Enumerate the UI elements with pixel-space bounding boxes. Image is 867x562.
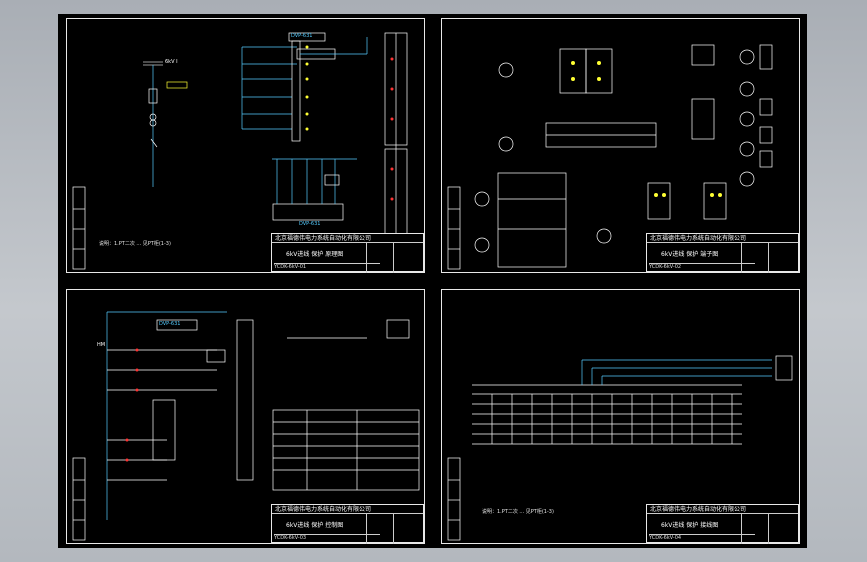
drawing-title: 6kV进线 保护 控制图 <box>286 522 344 529</box>
busbar-label: 6kV I <box>165 59 178 65</box>
drawing-title: 6kV进线 保护 端子图 <box>661 251 719 258</box>
company-name: 北京福德伟电力系统自动化有限公司 <box>272 234 423 243</box>
sheet-top-left[interactable]: 6kV I DVP-631 DVP-631 说明：1.PT二次 ... 见PT柜… <box>66 18 425 273</box>
drawing-number: YCDK-6kV-02 <box>649 263 755 271</box>
title-block: 北京福德伟电力系统自动化有限公司 6kV进线 保护 接线图 YCDK-6kV-0… <box>646 504 799 544</box>
sheet-note: 说明：1.PT二次 ... 见PT柜(1-3) <box>99 241 171 247</box>
schematic-bottom-left <box>72 311 420 541</box>
schematic-bottom-right <box>447 355 793 541</box>
drawing-title: 6kV进线 保护 接线图 <box>661 522 719 529</box>
drawing-number: YCDK-6kV-04 <box>649 534 755 542</box>
feed-label: HM <box>97 342 106 348</box>
drawing-number: YCDK-6kV-01 <box>274 263 380 271</box>
schematic-top-right <box>447 44 773 270</box>
drawing-canvas: 6kV I DVP-631 DVP-631 说明：1.PT二次 ... 见PT柜… <box>58 14 807 548</box>
sheet-top-right[interactable]: 北京福德伟电力系统自动化有限公司 6kV进线 保护 端子图 YCDK-6kV-0… <box>441 18 800 273</box>
company-name: 北京福德伟电力系统自动化有限公司 <box>272 505 423 514</box>
sheet-bottom-right[interactable]: 说明：1.PT二次 ... 见PT柜(1-3) 北京福德伟电力系统自动化有限公司… <box>441 289 800 544</box>
title-block: 北京福德伟电力系统自动化有限公司 6kV进线 保护 控制图 YCDK-6kV-0… <box>271 504 424 544</box>
title-block: 北京福德伟电力系统自动化有限公司 6kV进线 保护 原理图 YCDK-6kV-0… <box>271 233 424 273</box>
drawing-title: 6kV进线 保护 原理图 <box>286 251 344 258</box>
relay-label: DVP-631 <box>291 33 313 39</box>
drawing-number: YCDK-6kV-03 <box>274 534 380 542</box>
company-name: 北京福德伟电力系统自动化有限公司 <box>647 505 798 514</box>
sheet-note: 说明：1.PT二次 ... 见PT柜(1-3) <box>482 509 554 515</box>
title-block: 北京福德伟电力系统自动化有限公司 6kV进线 保护 端子图 YCDK-6kV-0… <box>646 233 799 273</box>
sheet-bottom-left[interactable]: DVP-631 HM 北京福德伟电力系统自动化有限公司 6kV进线 保护 控制图… <box>66 289 425 544</box>
relay-label-b: DVP-631 <box>299 221 321 227</box>
relay-label: DVP-631 <box>159 321 181 327</box>
schematic-top-left <box>72 32 408 270</box>
company-name: 北京福德伟电力系统自动化有限公司 <box>647 234 798 243</box>
